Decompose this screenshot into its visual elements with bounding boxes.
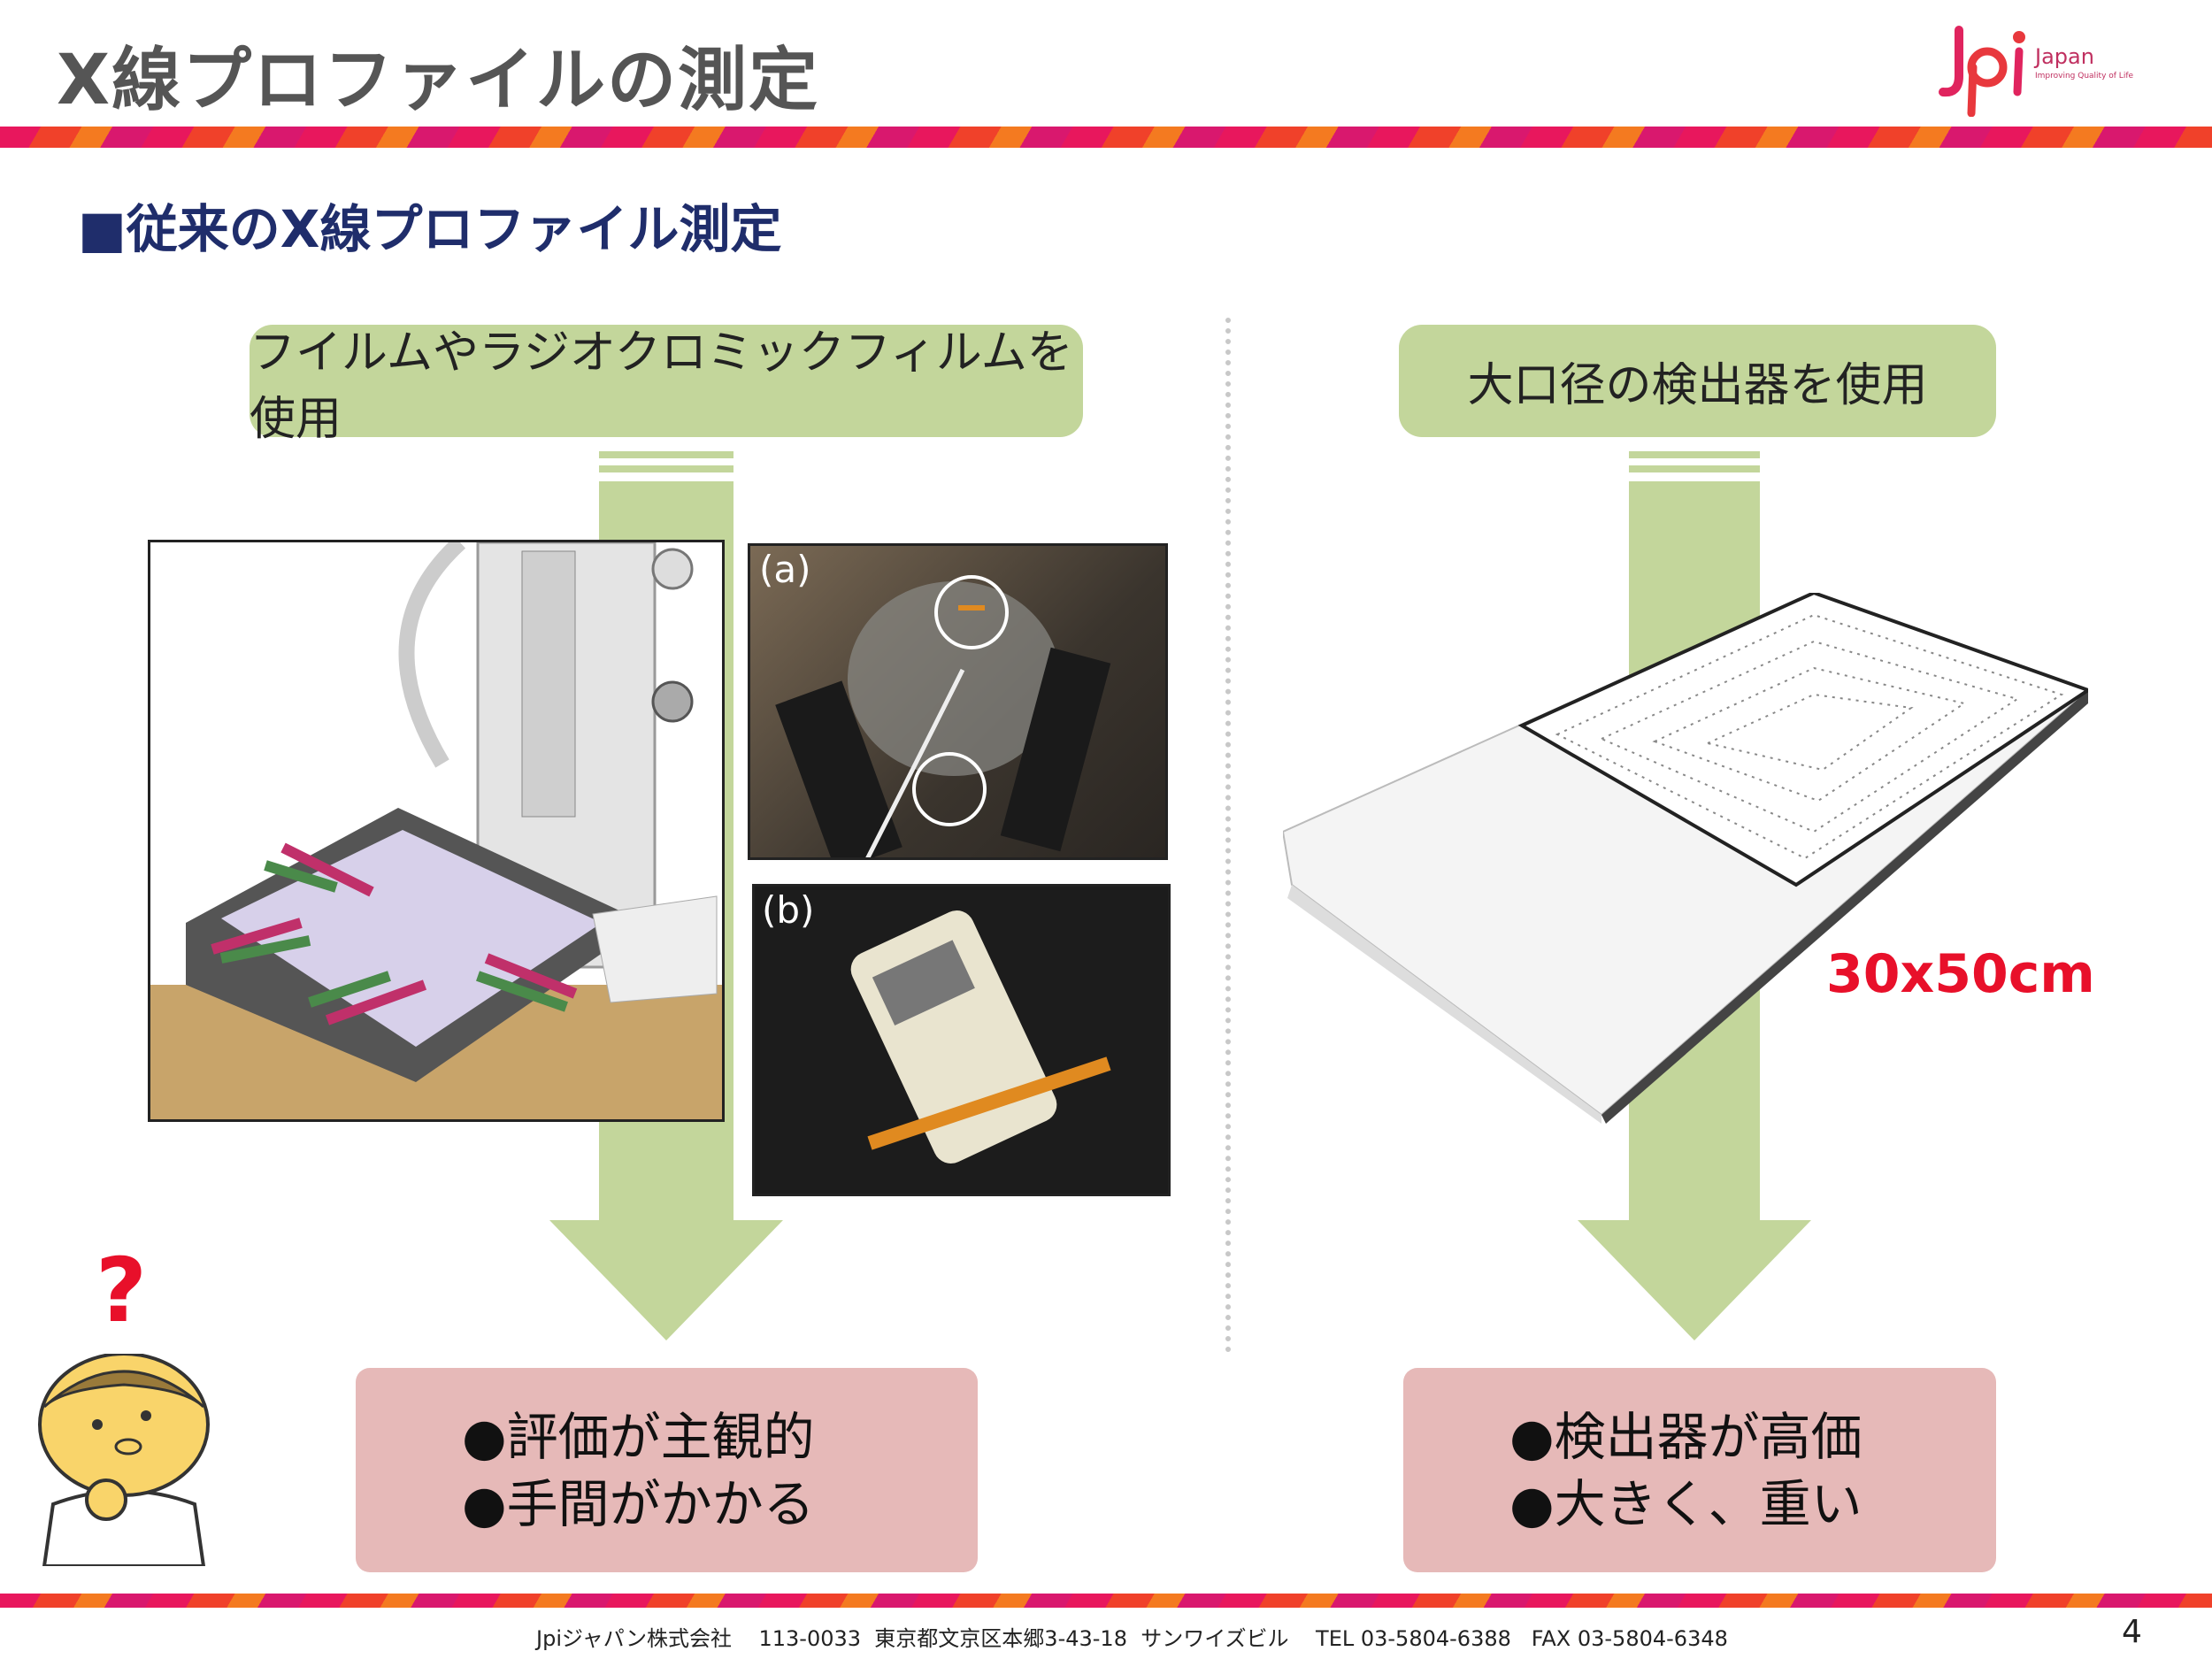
film-setup-illustration xyxy=(148,540,725,1122)
left-issue-1: ●評価が主観的 xyxy=(462,1406,815,1467)
section-heading: ■従来のX線プロファイル測定 xyxy=(78,199,782,259)
thinking-character-icon xyxy=(27,1352,226,1568)
footer-info: Jpiジャパン株式会社 113-0033 東京都文京区本郷3-43-18 サンワ… xyxy=(536,1621,1728,1652)
footer-fax: FAX 03-5804-6348 xyxy=(1531,1626,1728,1651)
left-issue-2: ●手間がかかる xyxy=(462,1473,815,1534)
photo-a-label: (a) xyxy=(759,548,811,591)
photo-b-label: (b) xyxy=(762,888,815,932)
photo-a: (a) xyxy=(748,543,1168,860)
question-mark: ? xyxy=(96,1239,148,1342)
logo-name: Japan xyxy=(2033,44,2094,69)
footer-address: 113-0033 東京都文京区本郷3-43-18 サンワイズビル xyxy=(758,1626,1289,1651)
detector-image xyxy=(1281,590,2093,1124)
right-issues-box: ●検出器が高価 ●大きく、重い xyxy=(1403,1368,1996,1572)
footer-tel: TEL 03-5804-6388 xyxy=(1316,1626,1511,1651)
header-band xyxy=(0,127,2212,148)
page-title: X線プロファイルの測定 xyxy=(57,41,820,120)
photo-b: (b) xyxy=(752,884,1171,1196)
detector-size-label: 30x50cm xyxy=(1826,943,2095,1005)
divider xyxy=(1225,318,1231,1353)
right-issue-1: ●検出器が高価 xyxy=(1509,1406,1863,1467)
left-method-label: フイルムやラジオクロミックフィルムを使用 xyxy=(250,325,1083,446)
footer-company: Jpiジャパン株式会社 xyxy=(536,1626,732,1651)
page-number: 4 xyxy=(2122,1614,2142,1650)
logo-tagline: Improving Quality of Life xyxy=(2035,72,2133,81)
jpi-logo: Japan Improving Quality of Life xyxy=(1932,21,2162,118)
left-issues-box: ●評価が主観的 ●手間がかかる xyxy=(356,1368,978,1572)
footer-band xyxy=(0,1594,2212,1608)
right-method-label: 大口径の検出器を使用 xyxy=(1399,325,1996,437)
right-issue-2: ●大きく、重い xyxy=(1509,1473,1863,1534)
